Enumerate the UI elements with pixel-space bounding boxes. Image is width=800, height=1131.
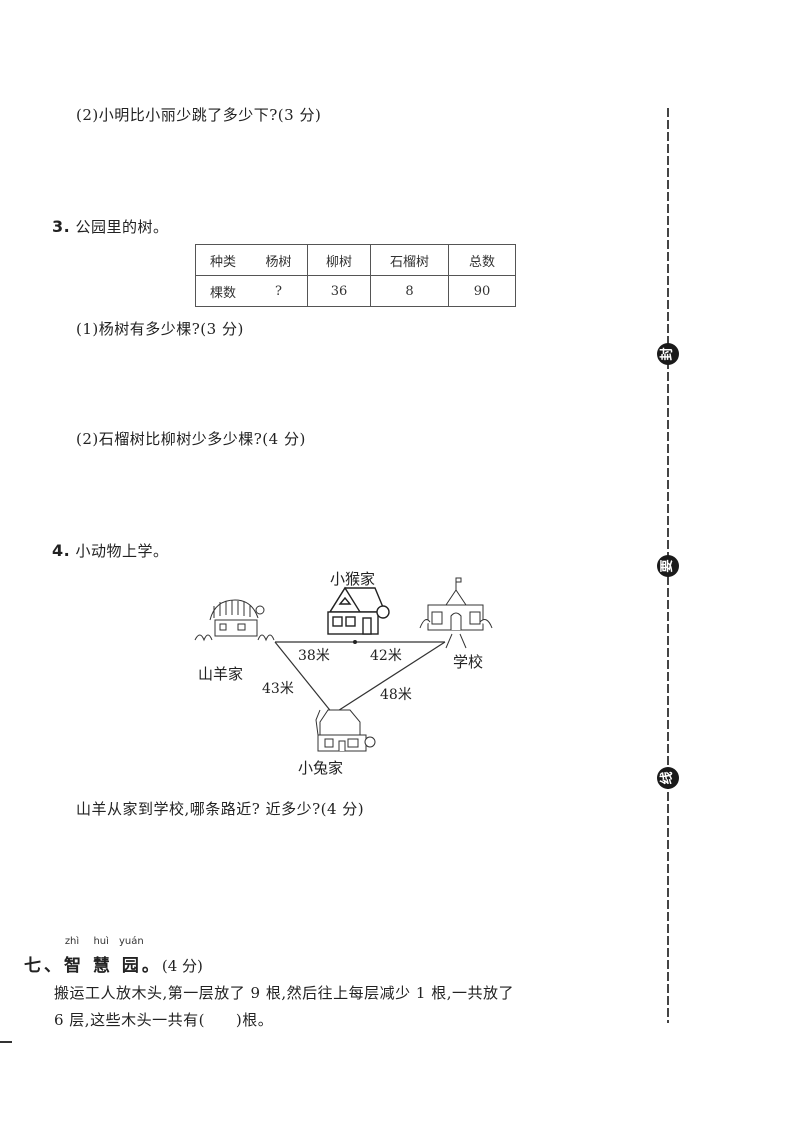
- section-7-line-2: 6 层,这些木头一共有( )根。: [54, 1011, 274, 1029]
- corner-mark: [0, 1041, 12, 1043]
- question-4-heading: 4. 小动物上学。: [52, 540, 169, 561]
- table-cell: 棵数: [195, 275, 250, 307]
- table-header-cell: 石榴树: [370, 244, 449, 276]
- pinyin-syllable: huì: [93, 936, 109, 947]
- table-cell: ?: [250, 275, 308, 307]
- section-7-pinyin: zhì huì yuán: [62, 936, 144, 947]
- title-suffix: 。: [141, 956, 162, 976]
- goat-home-label: 山羊家: [198, 665, 244, 683]
- question-3-number: 3.: [52, 217, 71, 236]
- question-3-heading: 3. 公园里的树。: [52, 216, 169, 237]
- section-7-title: 七、智 慧 园。(4 分): [24, 951, 203, 976]
- school-label: 学校: [453, 653, 484, 671]
- rabbit-to-school-distance: 48米: [380, 687, 412, 703]
- monkey-to-school-distance: 42米: [370, 648, 402, 664]
- title-char: 智: [64, 956, 84, 976]
- goat-to-rabbit-distance: 43米: [262, 681, 294, 697]
- table-header-cell: 种类: [195, 244, 250, 276]
- question-3-part-1: (1)杨树有多少棵?(3 分): [76, 320, 244, 338]
- binding-badge-line: 线: [657, 767, 679, 789]
- question-3-part-2: (2)石榴树比柳树少多少棵?(4 分): [76, 430, 306, 448]
- rabbit-home-icon: [315, 709, 376, 752]
- section-7-prefix: 七、: [24, 956, 64, 976]
- table-header-cell: 杨树: [250, 244, 308, 276]
- section-7-score: (4 分): [161, 957, 203, 975]
- table-cell: 8: [370, 275, 449, 307]
- title-char: 慧: [92, 956, 113, 976]
- binding-badge-seal: 封: [657, 343, 679, 365]
- monkey-home-icon: [327, 586, 390, 635]
- binding-badge-required: 要: [657, 555, 679, 577]
- goat-home-icon: [194, 599, 275, 642]
- title-char: 园: [121, 956, 142, 976]
- tree-count-table: 种类 杨树 柳树 石榴树 总数 棵数 ? 36 8 90: [195, 244, 516, 307]
- school-icon: [419, 577, 493, 649]
- pinyin-syllable: zhì: [64, 936, 80, 947]
- table-row: 棵数 ? 36 8 90: [195, 275, 516, 307]
- table-header-row: 种类 杨树 柳树 石榴树 总数: [195, 244, 516, 276]
- monkey-home-label: 小猴家: [330, 570, 376, 588]
- route-diagram: [194, 577, 493, 752]
- table-cell: 90: [448, 275, 516, 307]
- section-7-line-1: 搬运工人放木头,第一层放了 9 根,然后往上每层减少 1 根,一共放了: [54, 984, 514, 1002]
- table-cell: 36: [307, 275, 371, 307]
- question-4-number: 4.: [52, 541, 71, 560]
- rabbit-home-label: 小兔家: [298, 759, 344, 777]
- question-2-part-2: (2)小明比小丽少跳了多少下?(3 分): [76, 106, 322, 124]
- table-header-cell: 总数: [448, 244, 516, 276]
- table-header-cell: 柳树: [307, 244, 371, 276]
- goat-to-monkey-distance: 38米: [298, 648, 330, 664]
- question-3-title: 公园里的树。: [75, 218, 169, 236]
- question-4-title: 小动物上学。: [75, 542, 169, 560]
- question-4-prompt: 山羊从家到学校,哪条路近? 近多少?(4 分): [76, 800, 365, 818]
- pinyin-syllable: yuán: [119, 936, 144, 947]
